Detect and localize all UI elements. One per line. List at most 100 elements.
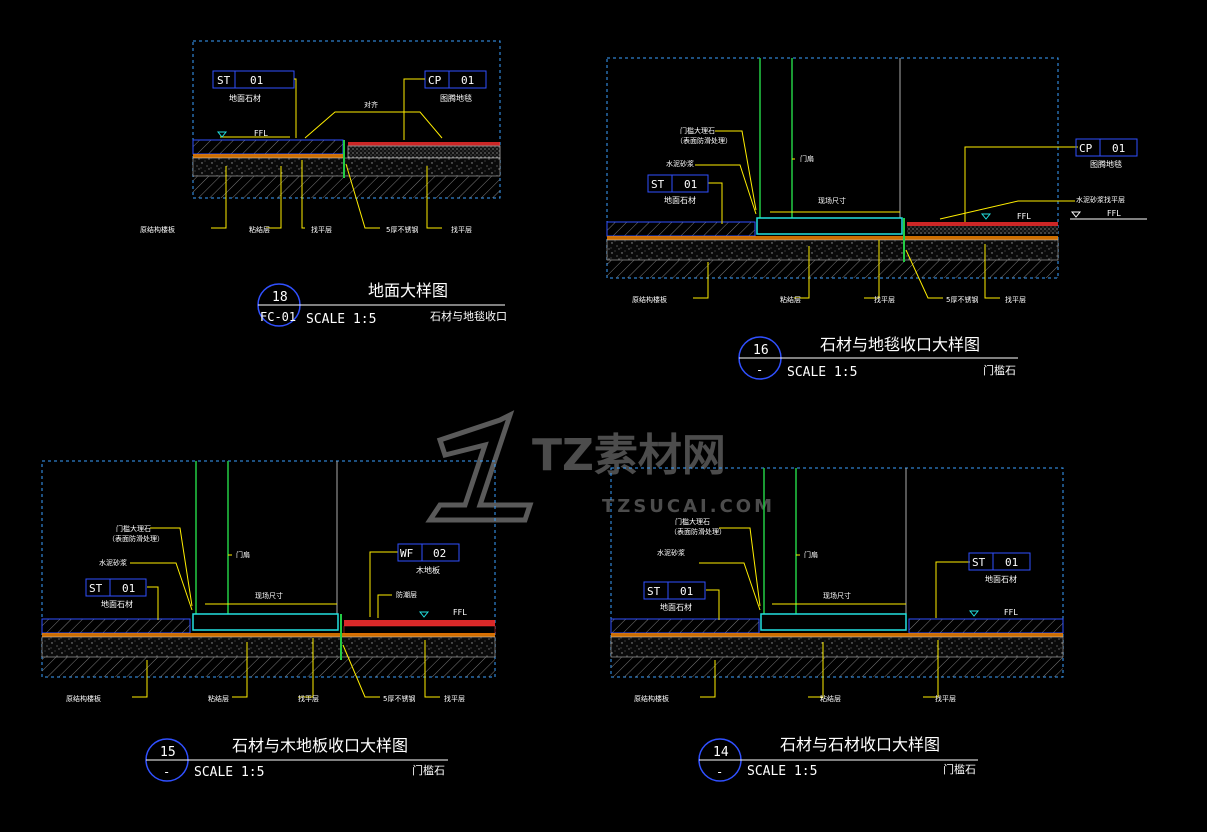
ffl-label: FFL (1107, 209, 1121, 218)
carpet-layer (347, 145, 501, 159)
door-label: 门扇 (236, 550, 250, 559)
detail-number: 15 (160, 745, 176, 760)
door-stone-label: 门槛大理石 (116, 524, 151, 533)
tag-cp-label: 图腾地毯 (1090, 159, 1122, 169)
structure-slab (193, 176, 500, 198)
stone-layer (192, 139, 344, 155)
screed-layer (610, 636, 1064, 658)
bottom-label-1: 原结构楼板 (634, 694, 669, 703)
tag-cp-number: 01 (461, 74, 474, 87)
tag-st-code: ST (89, 582, 103, 595)
detail-number: 16 (753, 343, 769, 358)
screed-layer (606, 239, 1059, 261)
threshold-stone (192, 613, 339, 631)
cement-label: 水泥砂浆 (666, 159, 694, 168)
bottom-label-4: 5厚不锈钢 (383, 694, 415, 703)
detail-18: ST 01 地面石材 CP 01 图腾地毯 对齐 FFL 原结构楼板 粘结层 找… (140, 40, 507, 327)
detail-14: 门槛大理石 （表面防滑处理） 水泥砂浆 门扇 现场尺寸 ST 01 地面石材 S… (610, 467, 1064, 782)
bond-layer (193, 154, 343, 158)
tag-st-number: 01 (684, 178, 697, 191)
sheet-number: FC-01 (260, 310, 296, 324)
tag-cp-code: CP (1079, 142, 1093, 155)
level-marker-icon (418, 611, 430, 618)
detail-number: 18 (272, 290, 288, 305)
bottom-label-3: 找平层 (298, 694, 319, 703)
tag-st-number: 01 (680, 585, 693, 598)
sheet-number: - (756, 363, 763, 377)
detail-16: 门槛大理石 （表面防滑处理） 水泥砂浆 门扇 现场尺寸 ST 01 地面石材 C… (606, 57, 1147, 380)
door-label: 门扇 (804, 550, 818, 559)
door-stone-note: （表面防滑处理） (670, 527, 726, 536)
bottom-label-4: 5厚不锈钢 (386, 225, 418, 234)
structure-slab (42, 657, 495, 677)
ffl-label: FFL (453, 608, 467, 617)
moisture-label: 防潮层 (396, 590, 417, 599)
carpet-underlay (348, 142, 500, 146)
detail-scale: SCALE 1:5 (306, 312, 376, 327)
tag-st-code: ST (217, 74, 231, 87)
cement-label: 水泥砂浆 (99, 558, 127, 567)
detail-title: 石材与石材收口大样图 (780, 735, 940, 754)
door-stone-note: （表面防滑处理） (108, 534, 164, 543)
bottom-label-3: 找平层 (311, 225, 332, 234)
dim-label: 现场尺寸 (823, 591, 851, 600)
tag-wf-number: 02 (433, 547, 446, 560)
tag-cp-code: CP (428, 74, 442, 87)
bottom-label-3: 找平层 (935, 694, 956, 703)
detail-subtitle: 门槛石 (983, 363, 1016, 377)
stone-layer-left (610, 618, 760, 634)
align-note: 对齐 (364, 100, 378, 109)
bottom-label-1: 原结构楼板 (66, 694, 101, 703)
tag-st-number: 01 (250, 74, 263, 87)
tag-wf-label: 木地板 (416, 565, 440, 575)
detail-title: 石材与地毯收口大样图 (820, 335, 980, 354)
detail-scale: SCALE 1:5 (787, 365, 857, 380)
structure-slab (607, 260, 1058, 278)
stone-layer-right (908, 618, 1064, 634)
bottom-label-1: 原结构楼板 (632, 295, 667, 304)
bottom-label-5: 找平层 (1005, 295, 1026, 304)
ffl-label: FFL (1004, 608, 1018, 617)
structure-slab (611, 657, 1063, 677)
threshold-stone (756, 217, 903, 235)
detail-15: 门槛大理石 （表面防滑处理） 水泥砂浆 门扇 现场尺寸 ST 01 地面石材 W… (41, 460, 496, 782)
detail-subtitle: 石材与地毯收口 (430, 309, 507, 323)
level-marker-icon (216, 131, 228, 138)
fl-label: FFL (1017, 212, 1031, 221)
bottom-label-2: 粘结层 (820, 694, 841, 703)
bottom-label-1: 原结构楼板 (140, 225, 175, 234)
viewport-frame (192, 40, 501, 199)
watermark-url: TZSUCAI.COM (602, 496, 775, 517)
bottom-label-2: 粘结层 (780, 295, 801, 304)
bottom-label-4: 5厚不锈钢 (946, 295, 978, 304)
tag-st2-label: 地面石材 (985, 574, 1017, 584)
level-marker-icon (980, 213, 992, 220)
tag-st-code: ST (647, 585, 661, 598)
leaders (130, 527, 440, 698)
cement-label: 水泥砂浆 (657, 548, 685, 557)
detail-subtitle: 门槛石 (943, 762, 976, 776)
screed-layer (41, 636, 496, 658)
detail-title: 地面大样图 (368, 281, 448, 300)
leaders (211, 78, 443, 229)
door-stone-label: 门槛大理石 (680, 126, 715, 135)
detail-title: 石材与木地板收口大样图 (232, 736, 408, 755)
tag-st-label: 地面石材 (660, 602, 692, 612)
tag-st-number: 01 (122, 582, 135, 595)
bottom-label-2: 粘结层 (249, 225, 270, 234)
tag-cp-label: 图腾地毯 (440, 93, 472, 103)
ffl-label: FFL (254, 129, 268, 138)
ffl-marker-icon (1070, 211, 1082, 218)
tag-st2-code: ST (972, 556, 986, 569)
door-stone-note: （表面防滑处理） (676, 136, 732, 145)
bottom-label-5: 找平层 (444, 694, 465, 703)
tag-cp-number: 01 (1112, 142, 1125, 155)
threshold-stone (760, 613, 907, 631)
leaders (699, 527, 970, 698)
level-marker-icon (968, 610, 980, 617)
detail-number: 14 (713, 745, 729, 760)
door-stone-label: 门槛大理石 (675, 517, 710, 526)
detail-scale: SCALE 1:5 (194, 765, 264, 780)
sheet-number: - (716, 765, 723, 779)
